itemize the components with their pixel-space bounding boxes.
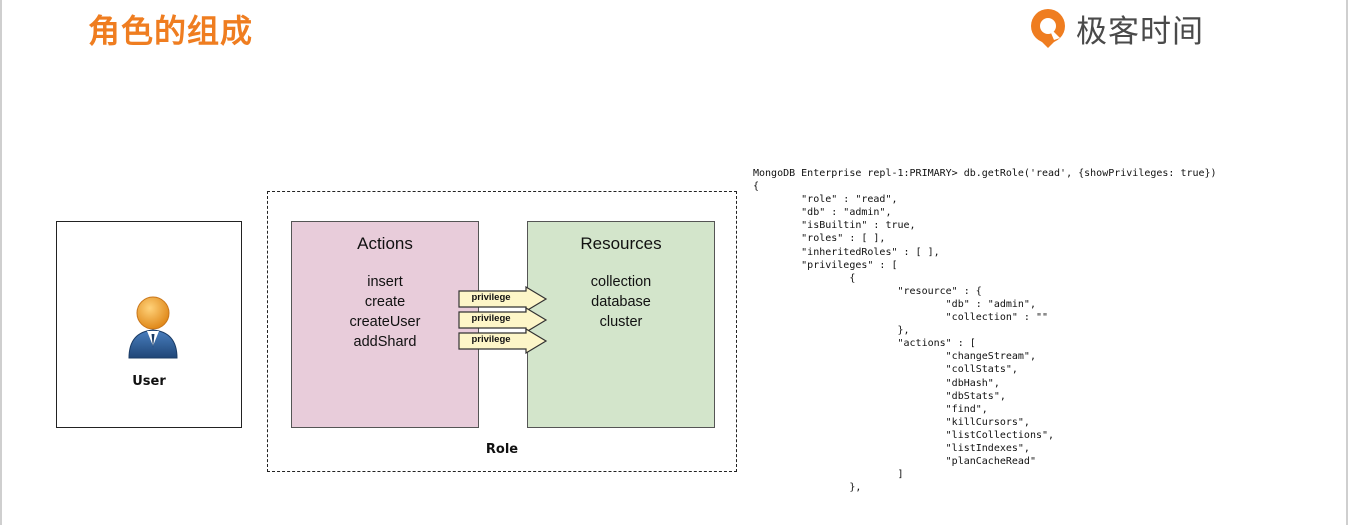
privilege-arrow: privilege [458,328,548,354]
resources-box: Resources collection database cluster [527,221,715,428]
slide-title: 角色的组成 [88,12,254,50]
console-line: { [753,272,856,284]
console-line: "roles" : [ ], [753,233,886,245]
console-line: "inheritedRoles" : [ ], [753,246,940,258]
console-line: "listIndexes", [753,442,1030,454]
privilege-arrow: privilege [458,307,548,333]
logo-text: 极客时间 [1076,13,1204,50]
user-avatar-icon [128,296,178,359]
console-line: "changeStream", [753,351,1036,363]
resource-item: cluster [599,314,643,330]
resource-item: database [591,294,651,310]
console-line: "killCursors", [753,416,1030,428]
console-line: ] [753,469,904,481]
console-line: "privileges" : [ [753,259,898,271]
console-line: "dbHash", [753,377,1000,389]
console-line: "actions" : [ [753,338,976,350]
console-line: MongoDB Enterprise repl-1:PRIMARY> db.ge… [753,168,1217,179]
actions-title: Actions [357,234,413,253]
actions-list: insert create createUser addShard [292,272,478,352]
brand-logo: 极客时间 [1026,6,1204,50]
resources-list: collection database cluster [528,272,714,332]
console-line: "isBuiltin" : true, [753,220,916,232]
privilege-arrow: privilege [458,286,548,312]
role-label: Role [485,442,519,457]
console-line: "listCollections", [753,429,1055,441]
geektime-logo-icon [1031,9,1065,48]
console-line: "role" : "read", [753,194,898,206]
user-box: User [56,221,242,428]
resources-title: Resources [580,234,662,253]
action-item: createUser [349,314,421,330]
console-line: }, [753,482,862,494]
console-line: "collection" : "" [753,312,1049,324]
slide-left-border [0,0,2,525]
action-item: insert [367,274,403,290]
privilege-label: privilege [471,292,511,303]
slide-right-border [1346,0,1348,525]
console-line: "resource" : { [753,285,982,297]
role-boundary: Role [267,191,737,472]
action-item: create [364,294,406,310]
console-line: "db" : "admin", [753,298,1036,310]
console-line: "db" : "admin", [753,207,892,219]
privilege-label: privilege [471,313,511,324]
user-label: User [132,374,166,389]
console-line: "collStats", [753,364,1018,376]
console-line: }, [753,325,910,337]
privilege-label: privilege [471,334,511,345]
console-line: "dbStats", [753,390,1006,402]
console-line: "planCacheRead" [753,456,1036,468]
action-item: addShard [353,334,417,350]
console-line: { [753,181,760,193]
actions-box: Actions insert create createUser addShar… [291,221,479,428]
console-output: MongoDB Enterprise repl-1:PRIMARY> db.ge… [753,167,1217,494]
console-line: "find", [753,403,988,415]
resource-item: collection [590,274,652,290]
